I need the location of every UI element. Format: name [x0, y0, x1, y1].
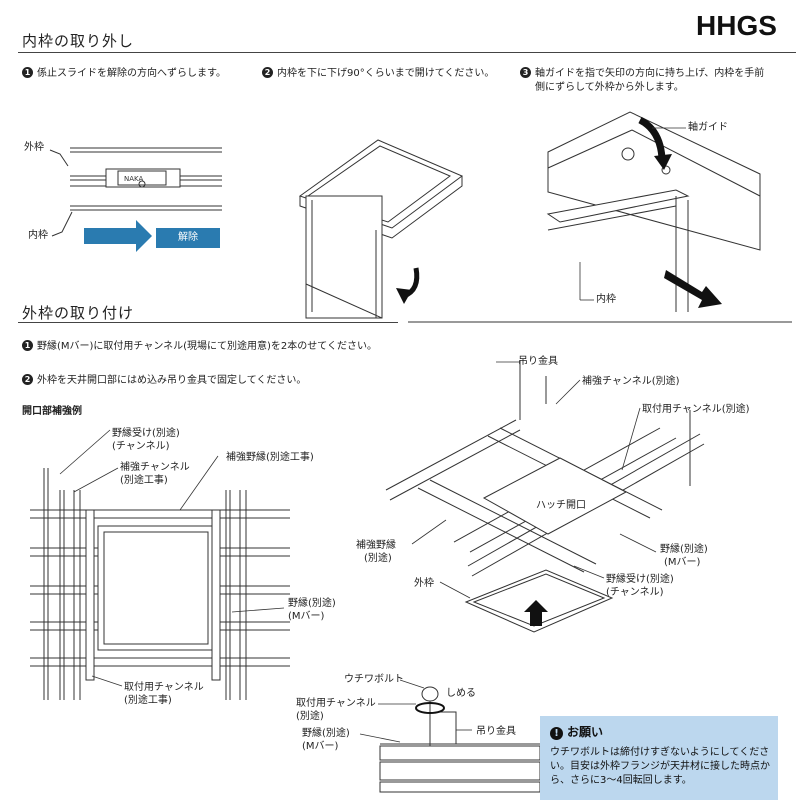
step-number: 3 [520, 67, 531, 78]
release-label: 解除 [156, 228, 220, 248]
iso-noe-label: 野縁(別途) [660, 544, 708, 555]
plan-toritsuke-sub: (別途工事) [124, 695, 172, 706]
remove-step-2: 2 内枠を下に下げ90°くらいまで開けてください。 [262, 67, 494, 81]
iso-hatch-label: ハッチ開口 [536, 500, 586, 511]
rotate-arrow-icon [415, 702, 445, 714]
rotate-down-arrow-icon [396, 267, 420, 304]
brand-logo: HHGS [696, 10, 777, 41]
detail-tighten-label: しめる [446, 688, 476, 699]
step-text: 係止スライドを解除の方向へずらします。 [37, 68, 226, 79]
iso-hokyo-noe-label: 補強野縁 [356, 540, 396, 551]
section-title-attach: 外枠の取り付け [22, 304, 135, 322]
notice-title: ! お願い [550, 723, 603, 740]
bolt-detail-figure [379, 686, 541, 793]
plan-view-figure [30, 468, 290, 700]
plan-hokyo-channel-label: 補強チャンネル [120, 462, 190, 473]
inner-frame-label-3: 内枠 [596, 294, 616, 305]
iso-toritsuke-label: 取付用チャンネル(別途) [642, 404, 750, 415]
detail-noe-label: 野縁(別途) [302, 728, 350, 739]
iso-outer-frame-label: 外枠 [414, 578, 434, 589]
inner-frame-label: 内枠 [28, 230, 48, 241]
detail-toritsuke-label: 取付用チャンネル [296, 698, 376, 709]
plan-noe-label: 野縁(別途) [288, 598, 336, 609]
step-text: 軸ガイドを指で矢印の方向に持ち上げ、内枠を手前 [535, 68, 765, 79]
iso-view-figure [385, 360, 705, 633]
step-number: 2 [22, 374, 33, 385]
axis-guide-figure [408, 111, 792, 323]
slide-logo: NAKA [124, 175, 144, 183]
step-number: 2 [262, 67, 273, 78]
detail-wing-bolt-label: ウチワボルト [344, 674, 404, 685]
plan-toritsuke-label: 取付用チャンネル [124, 682, 204, 693]
iso-tsuri-label: 吊り金具 [518, 356, 558, 367]
plan-noe-uke-label: 野縁受け(別途) [112, 428, 180, 439]
exclamation-icon: ! [550, 727, 563, 740]
detail-noe-sub: (Mバー) [302, 741, 339, 752]
remove-step-3-line2: 側にずらして外枠から外します。 [535, 82, 684, 93]
plan-noe-sub: (Mバー) [288, 611, 325, 622]
section-title-remove: 内枠の取り外し [22, 32, 135, 50]
axis-guide-label: 軸ガイド [688, 122, 728, 133]
step-text: 内枠を下に下げ90°くらいまで開けてください。 [277, 68, 495, 79]
iso-hokyo-noe-sub: (別途) [364, 553, 392, 564]
release-arrow-icon [84, 220, 152, 252]
pull-out-arrow-icon [664, 270, 722, 308]
step-text: 外枠を天井開口部にはめ込み吊り金具で固定してください。 [37, 375, 307, 386]
plan-hokyo-noe-label: 補強野縁(別途工事) [226, 452, 314, 463]
step-number: 1 [22, 340, 33, 351]
attach-step-2: 2 外枠を天井開口部にはめ込み吊り金具で固定してください。 [22, 374, 306, 388]
lift-arrow-icon [638, 116, 672, 170]
notice-body: ウチワボルトは締付けすぎないようにしてください。目安は外枠フランジが天井材に接し… [550, 747, 770, 786]
notice-box: ! お願い ウチワボルトは締付けすぎないようにしてください。目安は外枠フランジが天… [540, 716, 778, 800]
section-rule [18, 322, 398, 323]
section-rule [18, 52, 796, 53]
remove-step-3: 3 軸ガイドを指で矢印の方向に持ち上げ、内枠を手前 [520, 67, 764, 81]
slide-rail-figure [49, 147, 222, 237]
up-arrow-icon [524, 600, 548, 626]
plan-noe-uke-sub: (チャンネル) [112, 441, 170, 452]
attach-step-1: 1 野縁(Mバー)に取付用チャンネル(現場にて別途用意)を2本のせてください。 [22, 340, 377, 354]
iso-noe-sub: (Mバー) [664, 557, 701, 568]
iso-hokyo-channel-label: 補強チャンネル(別途) [582, 376, 680, 387]
iso-noe-uke-label: 野縁受け(別途) [606, 574, 674, 585]
notice-title-text: お願い [567, 725, 604, 739]
detail-toritsuke-sub: (別途) [296, 711, 324, 722]
outer-frame-label: 外枠 [24, 142, 44, 153]
plan-hokyo-channel-sub: (別途工事) [120, 475, 168, 486]
step-text: 野縁(Mバー)に取付用チャンネル(現場にて別途用意)を2本のせてください。 [37, 341, 377, 352]
remove-step-1: 1 係止スライドを解除の方向へずらします。 [22, 67, 226, 81]
reinforce-title: 開口部補強例 [22, 406, 82, 417]
iso-noe-uke-sub: (チャンネル) [606, 587, 664, 598]
step-number: 1 [22, 67, 33, 78]
open-frame-figure [298, 139, 463, 319]
detail-tsuri-label: 吊り金具 [476, 726, 516, 737]
